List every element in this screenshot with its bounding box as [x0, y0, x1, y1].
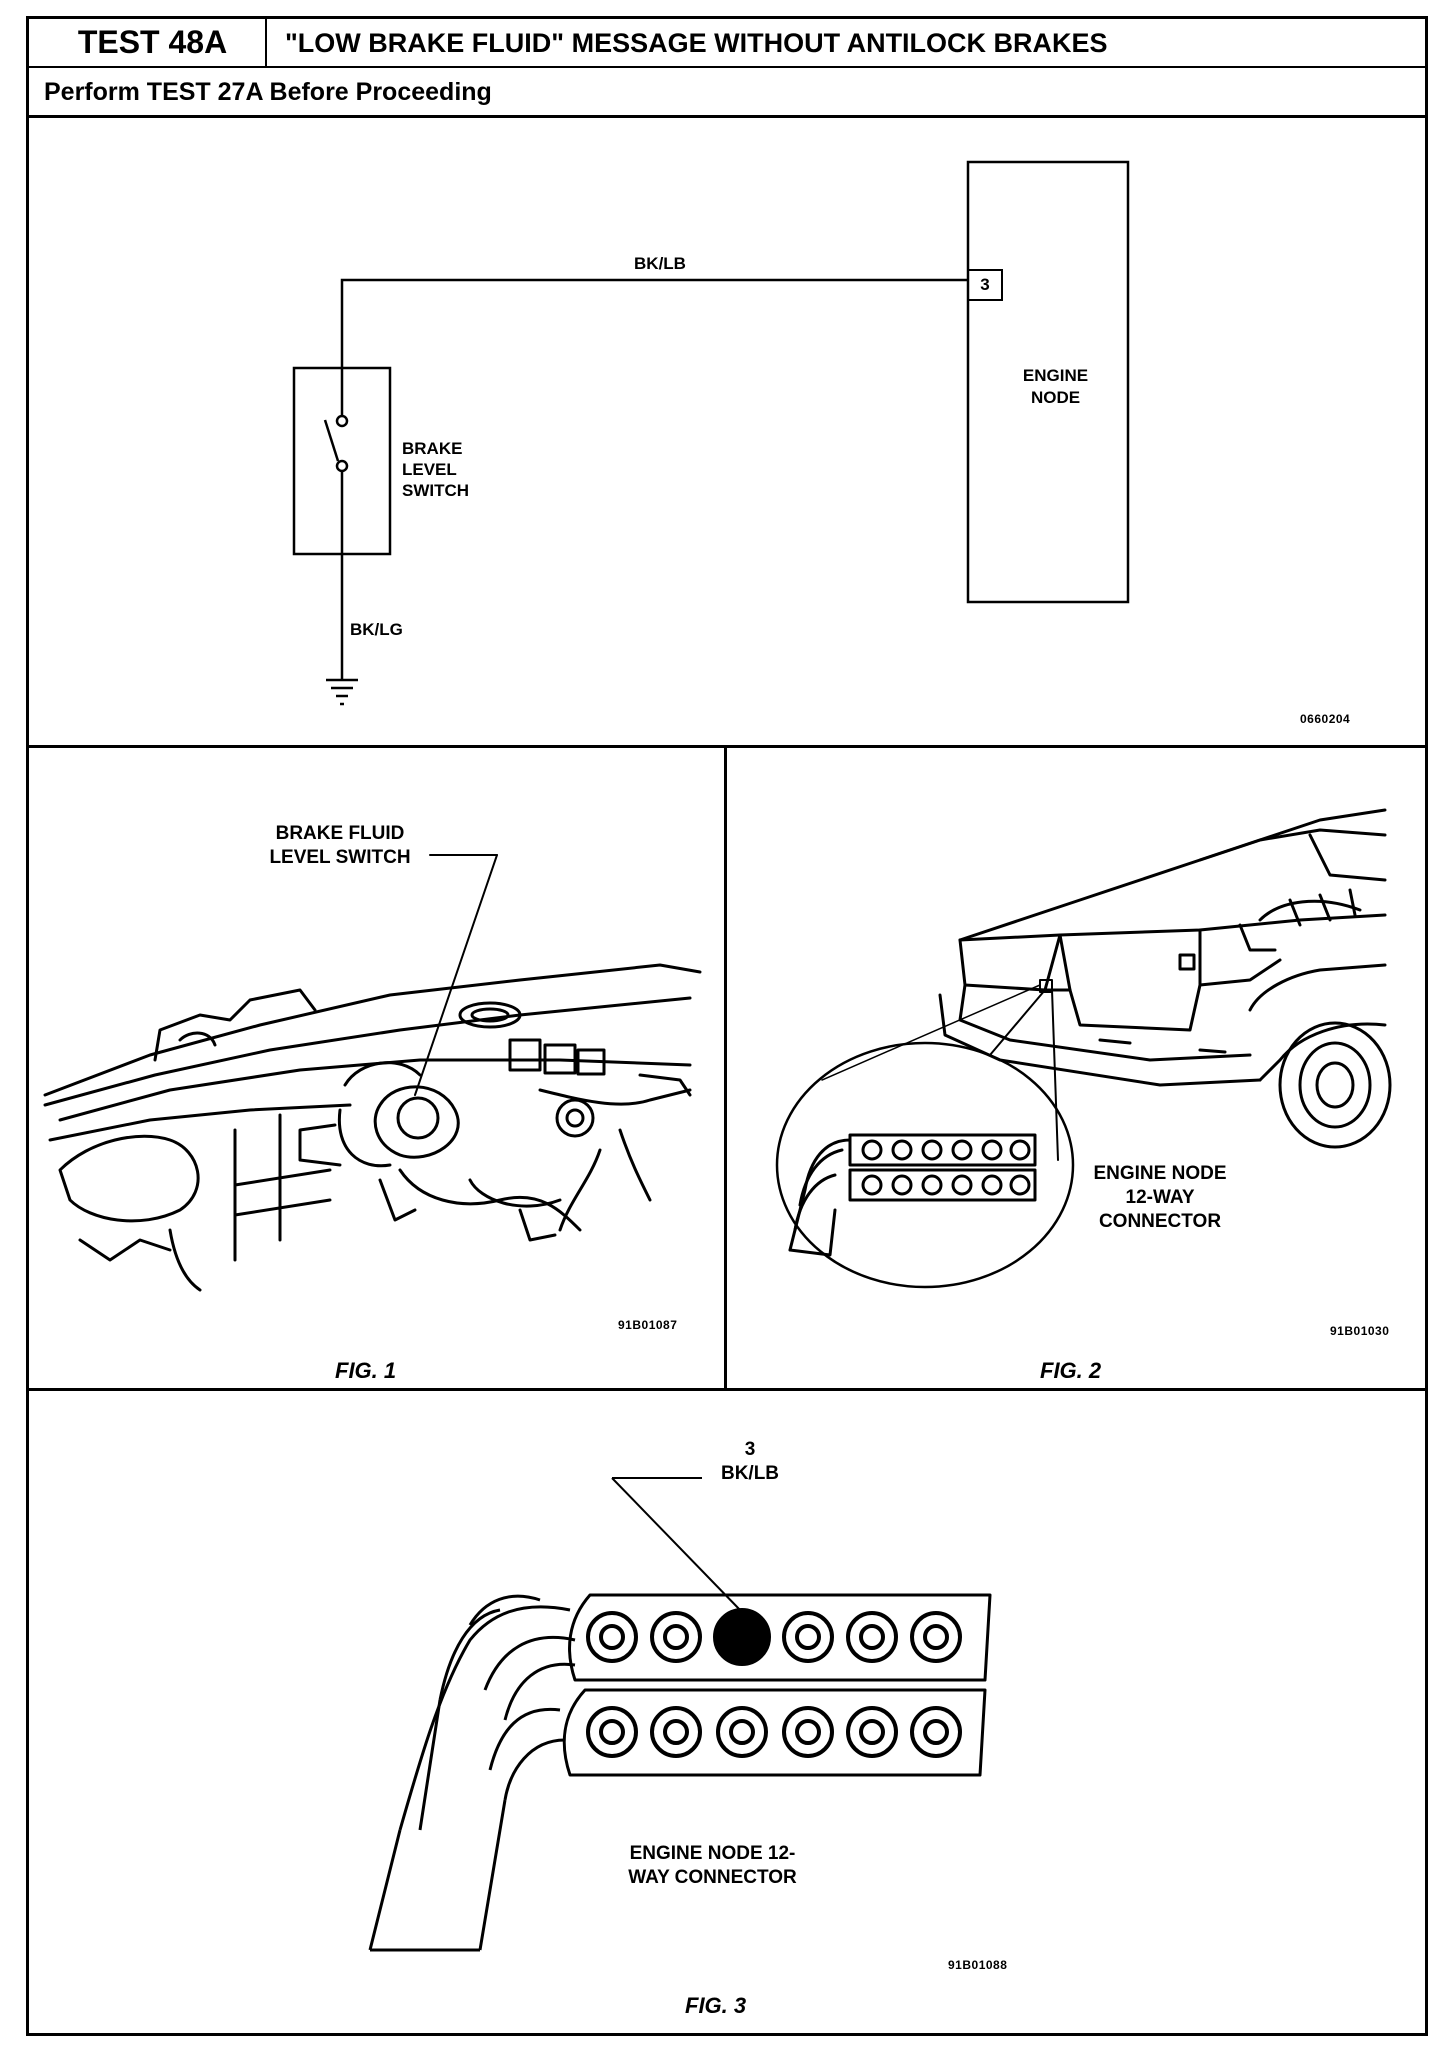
engine-node-label: ENGINE NODE	[1022, 366, 1089, 407]
switch-contact-top	[335, 414, 349, 428]
fig1-code: 91B01087	[618, 1318, 678, 1332]
brake-level-switch-label: BRAKE LEVEL SWITCH	[402, 439, 470, 500]
fig3-connector-cavities	[586, 1608, 962, 1758]
fig1-caption: FIG. 1	[335, 1358, 397, 1383]
ground-symbol	[326, 678, 358, 706]
header-rule-2	[26, 115, 1428, 118]
pin-3-label: 3	[980, 275, 990, 294]
switch-blade	[323, 419, 340, 462]
fig1-callout: BRAKE FLUID LEVEL SWITCH	[269, 823, 411, 868]
fig2-vehicle-illustration	[775, 808, 1392, 1289]
fig2-leader-line	[989, 989, 1046, 1056]
fig1-engine-bay-illustration	[43, 854, 702, 1292]
fig2-code: 91B01030	[1330, 1324, 1390, 1338]
switch-contact-bottom	[335, 459, 349, 473]
fig2-caption: FIG. 2	[1040, 1358, 1102, 1383]
schematic-code: 0660204	[1300, 712, 1351, 726]
pin-3-box	[967, 269, 1003, 301]
engine-node-box	[966, 160, 1130, 604]
page-frame	[26, 16, 1428, 2036]
fig3-caption: FIG. 3	[685, 1993, 747, 2018]
fig2-zoom-circle	[775, 1041, 1075, 1289]
fig3-pin-3-highlight	[713, 1608, 771, 1666]
fig3-connector-illustration	[368, 1477, 992, 1952]
wire-label-bk-lb: BK/LB	[634, 254, 686, 273]
fig3-wire-label: BK/LB	[720, 1463, 780, 1484]
header-rule-1	[26, 66, 1428, 68]
fig2-connector-cavities	[861, 1139, 1031, 1196]
fig3-code: 91B01088	[948, 1958, 1008, 1972]
wire-bk-lb	[340, 278, 968, 416]
schematic	[292, 160, 1130, 706]
test-title: "LOW BRAKE FLUID" MESSAGE WITHOUT ANTILO…	[285, 28, 1108, 58]
wire-label-bk-lg: BK/LG	[350, 620, 403, 639]
fig3-connector-bottom-row	[562, 1688, 987, 1777]
fig3-pin-label: 3	[744, 1439, 756, 1460]
fig1-leader-line	[414, 854, 498, 1096]
fig2-callout: ENGINE NODE 12-WAY CONNECTOR	[1093, 1163, 1227, 1232]
fig3-callout: ENGINE NODE 12-WAY CONNECTOR	[628, 1843, 797, 1888]
panel-divider-fig1-fig2	[724, 746, 727, 1389]
test-id: TEST 48A	[77, 24, 228, 60]
fig3-connector-top-row	[568, 1593, 992, 1682]
fig3-leader-line	[611, 1477, 743, 1613]
panel-rule-figs	[26, 1388, 1428, 1391]
prerequisite-note: Perform TEST 27A Before Proceeding	[44, 78, 492, 106]
panel-rule-schematic	[26, 745, 1428, 748]
header-divider	[265, 16, 267, 67]
